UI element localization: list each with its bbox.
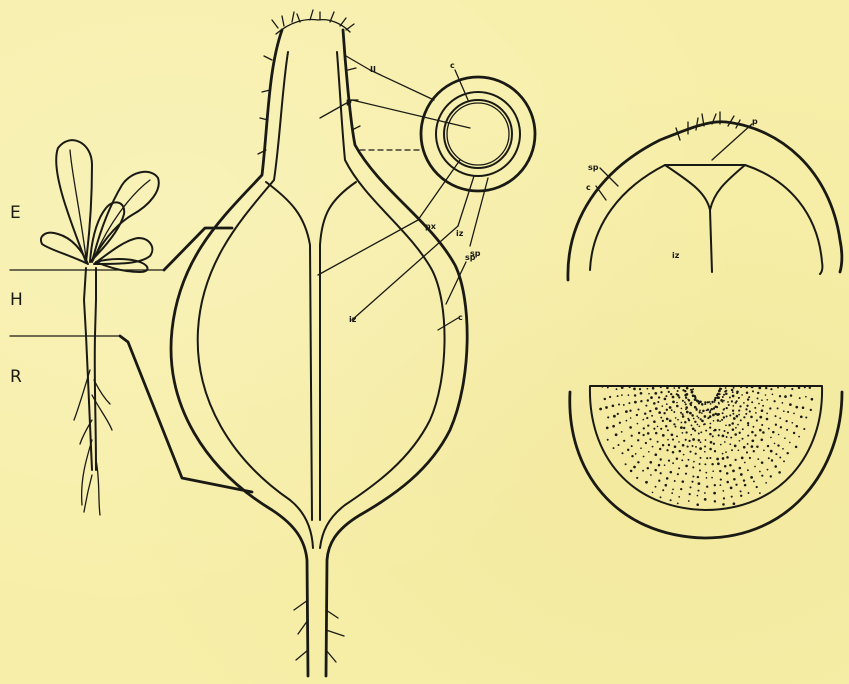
ring-inner — [444, 100, 512, 168]
hypocotyl-apex — [258, 10, 360, 154]
label-p-main: p — [346, 97, 352, 106]
label-ii: II — [370, 65, 376, 74]
ring-middle — [436, 92, 520, 176]
leader-p-right — [712, 124, 752, 160]
leader-ii-b — [370, 70, 434, 100]
label-iz-body: iz — [349, 315, 357, 324]
lower-cross-section — [570, 386, 842, 538]
upper-cross-section — [568, 112, 842, 280]
label-p-right: p — [752, 117, 758, 126]
leader-p-main-b — [352, 100, 470, 128]
zone-label-r: R — [10, 367, 22, 387]
central-stele — [266, 182, 356, 520]
leader-px-b — [318, 220, 418, 275]
seedling-root — [86, 335, 96, 470]
leader-sp-ring — [470, 178, 488, 246]
stippled-tissue — [599, 386, 813, 506]
label-sp-right: sp — [588, 163, 599, 172]
label-c-body: c — [458, 313, 463, 322]
leader-c-right — [596, 186, 606, 200]
label-c-right: c — [586, 183, 591, 192]
hypocotyl-inner-wall — [198, 52, 445, 548]
ring-outer — [421, 77, 535, 191]
leader-px — [418, 160, 460, 220]
leader-iz-ring — [458, 176, 474, 226]
upper-inner-wall — [590, 165, 822, 274]
seedling-hypocotyl — [84, 268, 96, 335]
zone-label-h: H — [10, 290, 23, 310]
root-hairs — [294, 600, 344, 662]
zone-label-e: E — [10, 203, 21, 223]
label-iz-right: iz — [672, 251, 680, 260]
longitudinal-section — [171, 10, 467, 676]
upper-outer-wall — [568, 122, 842, 280]
label-c-tip: c — [450, 61, 455, 70]
ring-core — [447, 103, 509, 165]
lateral-roots — [74, 370, 112, 515]
label-sp-body: sp — [465, 253, 476, 262]
upper-apex — [676, 112, 740, 140]
cross-section-ring — [421, 77, 535, 191]
leader-c-body — [438, 318, 458, 330]
label-iz-ring: iz — [456, 229, 464, 238]
leader-ii-a — [346, 56, 370, 70]
seedling-plant — [41, 140, 159, 515]
label-px: px — [425, 222, 437, 231]
